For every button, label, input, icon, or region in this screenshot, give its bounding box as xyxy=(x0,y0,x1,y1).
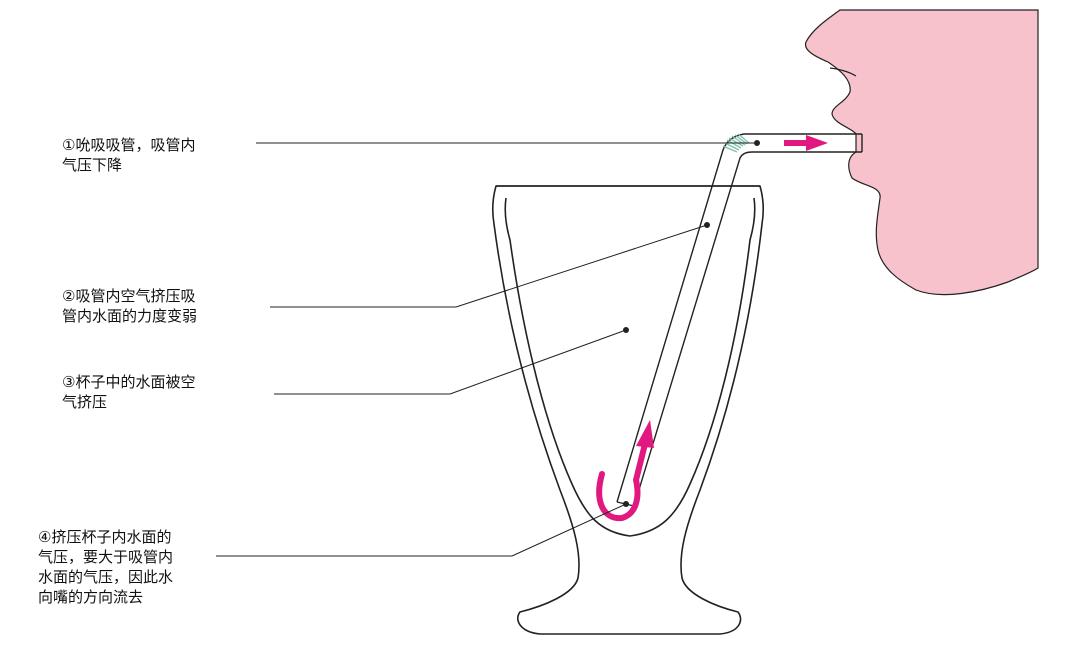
leader-line-4-diag xyxy=(511,503,627,557)
annotation-1-line-1: ①吮吸吸管，吸管内 xyxy=(62,136,196,154)
glass-inner-wall xyxy=(504,197,756,537)
annotation-4-line-1: ④挤压杯子内水面的 xyxy=(38,528,172,546)
arrow-to-mouth xyxy=(784,135,828,151)
annotation-2-line-1: ②吸管内空气挤压吸 xyxy=(62,287,196,305)
annotation-4: ④挤压杯子内水面的 气压，要大于吸管内 水面的气压，因此水 向嘴的方向流去 xyxy=(38,527,173,607)
straw xyxy=(616,133,862,507)
annotation-1: ①吮吸吸管，吸管内 气压下降 xyxy=(62,135,195,175)
annotation-3-line-1: ③杯子中的水面被空 xyxy=(62,373,196,391)
u-turn-arrow xyxy=(596,420,654,522)
annotation-1-line-2: 气压下降 xyxy=(62,156,123,174)
glass-outline xyxy=(491,185,765,635)
leader-lines xyxy=(216,142,757,557)
leader-dots xyxy=(623,140,760,507)
face-profile xyxy=(804,9,1039,296)
annotation-3-line-2: 气挤压 xyxy=(62,393,108,411)
annotation-2-line-2: 管内水面的力度变弱 xyxy=(62,307,198,325)
annotation-4-line-3: 水面的气压，因此水 xyxy=(38,568,174,586)
annotation-2: ②吸管内空气挤压吸 管内水面的力度变弱 xyxy=(62,286,197,326)
annotation-3: ③杯子中的水面被空 气挤压 xyxy=(62,372,195,412)
leader-line-2-diag xyxy=(455,224,708,308)
annotation-4-line-4: 向嘴的方向流去 xyxy=(38,588,144,606)
annotation-4-line-2: 气压，要大于吸管内 xyxy=(38,548,174,566)
mouth-line xyxy=(829,67,857,77)
leader-line-3-diag xyxy=(449,329,627,395)
